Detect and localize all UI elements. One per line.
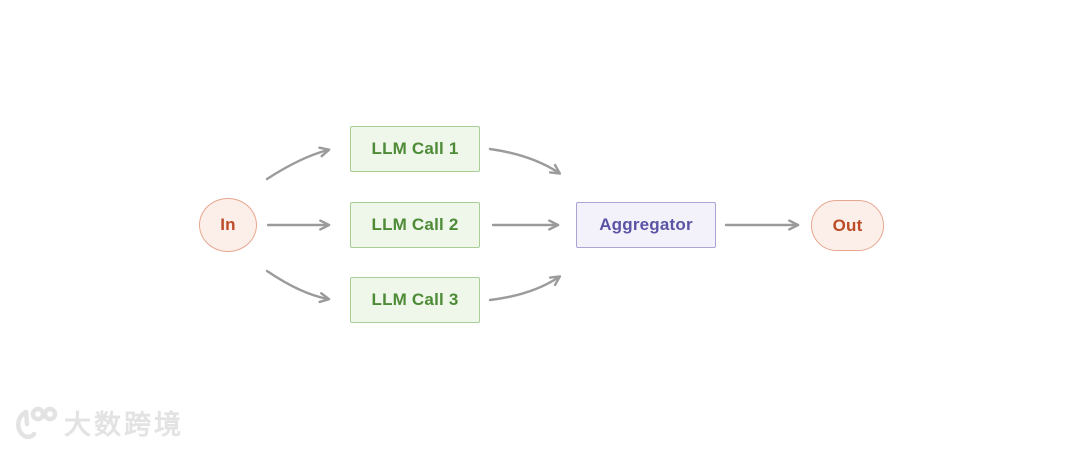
node-llm-call-1-label: LLM Call 1 — [371, 139, 459, 158]
node-out-label: Out — [832, 215, 863, 235]
arrow-in-to-llm1 — [265, 146, 331, 181]
100-logo-icon — [16, 406, 58, 440]
node-in-label: In — [220, 215, 236, 234]
arrow-llm3-to-aggregator — [488, 275, 562, 302]
arrow-llm1-to-aggregator — [488, 147, 562, 175]
node-out: Out — [811, 200, 884, 251]
watermark-text: 大数跨境 — [64, 409, 184, 440]
node-aggregator-label: Aggregator — [599, 215, 693, 234]
node-llm-call-2-label: LLM Call 2 — [371, 215, 459, 234]
node-aggregator: Aggregator — [576, 202, 716, 248]
node-llm-call-1: LLM Call 1 — [350, 126, 480, 172]
node-llm-call-2: LLM Call 2 — [350, 202, 480, 248]
node-llm-call-3: LLM Call 3 — [350, 277, 480, 323]
node-in: In — [199, 198, 257, 252]
node-llm-call-3-label: LLM Call 3 — [371, 290, 459, 309]
arrow-in-to-llm3 — [265, 269, 331, 304]
watermark: 大数跨境 — [12, 402, 184, 442]
